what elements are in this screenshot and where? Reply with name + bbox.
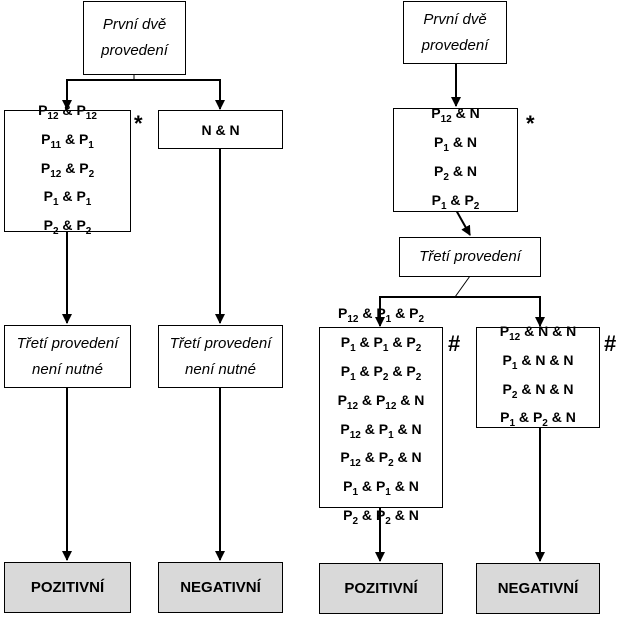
right-first-two-runs-box: První dvě provedení: [403, 1, 507, 64]
right-negative-combos-box: P12 & N & N P1 & N & N P2 & N & N P1 & P…: [476, 323, 600, 429]
right-box-asterisk: *: [526, 111, 535, 136]
combo-line: P2 & N & N: [502, 380, 574, 401]
combo-line: P1 & P1 & N: [343, 478, 419, 498]
left-result-positive: POZITIVNÍ: [4, 562, 131, 613]
left-third-run-not-needed-b: Třetí provedení není nutné: [158, 325, 283, 388]
left-third-run-not-needed-a: Třetí provedení není nutné: [4, 325, 131, 388]
combo-line: P12 & P2: [40, 159, 95, 180]
third-run-label: Třetí provedení není nutné: [16, 334, 119, 378]
result-label: NEGATIVNÍ: [180, 579, 261, 596]
left-first-two-runs-box: První dvě provedení: [83, 1, 186, 75]
combo-line: P12 & P1 & P2: [337, 305, 425, 326]
combo-line: P11 & P1: [41, 130, 94, 151]
combo-line: P12 & P12: [38, 102, 97, 122]
right-result-positive: POZITIVNÍ: [319, 563, 443, 614]
right-box-pos-hash: #: [448, 331, 461, 356]
combo-line: P1 & P1: [43, 188, 92, 209]
left-result-negative: NEGATIVNÍ: [158, 562, 283, 613]
combo-line: P12 & P1 & N: [340, 420, 422, 441]
combo-line: P12 & N: [431, 105, 480, 126]
right-first-two-runs-label: První dvě provedení: [421, 10, 489, 54]
result-label: POZITIVNÍ: [344, 580, 418, 597]
combo-line: P2 & P2: [43, 217, 92, 237]
left-positive-combos-box: P12 & P12 P11 & P1 P12 & P2 P1 & P1 P2 &…: [4, 102, 131, 237]
left-negative-combo-box: N & N: [158, 110, 283, 149]
combo-line: P1 & P2 & N: [500, 409, 576, 430]
combo-line: P1 & P2: [431, 191, 480, 212]
right-third-run-label: Třetí provedení: [419, 248, 521, 265]
combo-line: P1 & P1 & P2: [340, 334, 422, 354]
right-third-run-box: Třetí provedení: [399, 237, 541, 277]
right-mixed-combos-box: P12 & N P1 & N P2 & N P1 & P2: [393, 105, 518, 212]
combo-line: P1 & P2 & P2: [340, 362, 422, 383]
combo-line: P1 & N: [434, 134, 477, 154]
left-negative-combo-label: N & N: [201, 121, 240, 138]
combo-line: P12 & P12 & N: [337, 391, 425, 412]
result-label: POZITIVNÍ: [30, 579, 105, 596]
right-result-negative: NEGATIVNÍ: [476, 563, 600, 614]
left-first-two-runs-label: První dvě provedení: [101, 16, 168, 59]
combo-line: P12 & N & N: [499, 322, 577, 343]
combo-line: P2 & N: [434, 163, 477, 183]
right-positive-combos-box: P12 & P1 & P2 P1 & P1 & P2 P1 & P2 & P2 …: [319, 305, 443, 527]
combo-line: P2 & P2 & N: [343, 506, 419, 527]
result-label: NEGATIVNÍ: [497, 580, 579, 597]
left-box-a-asterisk: *: [134, 111, 143, 136]
third-run-label: Třetí provedení není nutné: [169, 334, 272, 378]
right-box-neg-hash: #: [604, 331, 617, 356]
arrow-right-box-to-third: [455, 209, 471, 236]
combo-line: P1 & N & N: [502, 351, 574, 372]
combo-line: P12 & P2 & N: [340, 449, 422, 470]
connector-right-third-stub: [454, 275, 471, 298]
